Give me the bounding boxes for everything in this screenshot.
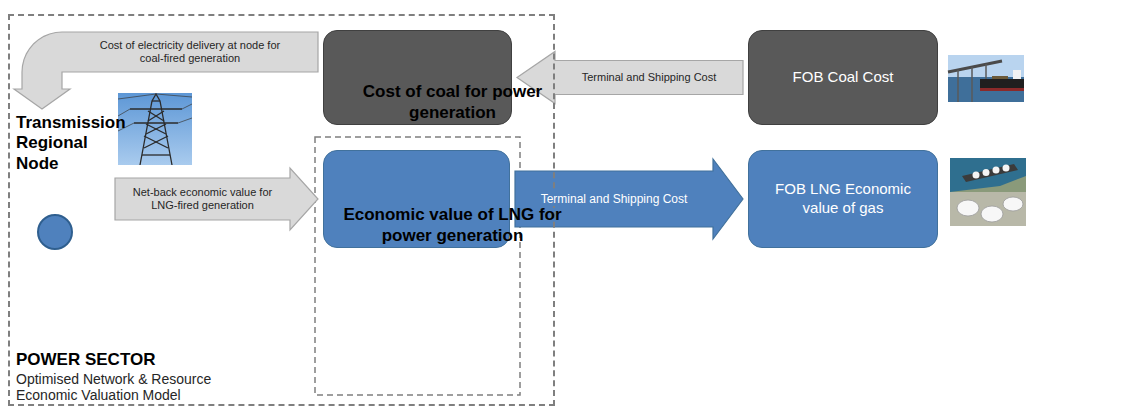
coal-ship-photo-part	[948, 61, 1002, 72]
transmission-tower-photo-part	[152, 100, 160, 101]
block-arrow	[115, 168, 318, 230]
lng-terminal-photo-part	[957, 200, 979, 216]
lng-terminal-photo	[950, 158, 1026, 226]
transmission-tower-photo-part	[146, 124, 166, 134]
transmission-tower-photo-part	[118, 109, 130, 116]
transmission-tower-photo-part	[118, 94, 156, 99]
transmission-tower-photo-part	[142, 154, 170, 155]
text-holder: Cost of coal for power generation	[330, 82, 575, 123]
node-text: Economic value of LNG for power generati…	[330, 205, 575, 246]
process-box: Economic value of LNG for power generati…	[323, 150, 510, 248]
arrow-label: Terminal and Shipping Cost	[539, 192, 690, 206]
transmission-tower-photo-part	[148, 111, 164, 121]
lng-terminal-photo-part	[973, 172, 980, 179]
transmission-tower-photo-part	[146, 124, 166, 134]
lng-terminal-photo-part	[962, 164, 1018, 182]
text-holder: Transmission Regional Node	[16, 113, 110, 174]
text-holder: POWER SECTOROptimised Network & Resource…	[16, 350, 261, 403]
transmission-tower-photo-part	[156, 94, 192, 97]
node-circle: Transmission Regional Node	[10, 114, 110, 253]
inner-dashed-frame	[315, 137, 520, 395]
transmission-tower-photo-part	[144, 136, 168, 148]
process-box: FOB LNG Economic value of gas	[748, 150, 938, 248]
coal-ship-photo-part	[992, 76, 1008, 79]
node-text: POWER SECTOR	[16, 350, 261, 370]
coal-ship-photo-part	[985, 64, 987, 80]
node-text: FOB Coal Cost	[759, 68, 927, 87]
transmission-tower-photo-part	[118, 93, 192, 165]
node-text: FOB LNG Economic value of gas	[759, 180, 927, 218]
node-text: Cost of coal for power generation	[330, 82, 575, 123]
arrow-label: Net-back economic value for LNG-fired ge…	[121, 186, 284, 212]
coal-ship-photo-part	[957, 70, 959, 102]
arrow-label: Terminal and Shipping Cost	[580, 71, 719, 84]
transmission-tower-photo-part	[178, 118, 192, 123]
node-text: Optimised Network & Resource Economic Va…	[16, 371, 261, 403]
lng-terminal-photo-part	[983, 169, 990, 176]
lng-terminal-photo-part	[1003, 197, 1023, 211]
transmission-tower-photo-part	[134, 122, 178, 123]
transmission-tower-photo-part	[118, 123, 134, 131]
process-box: Cost of coal for power generation	[323, 30, 512, 125]
coal-ship-photo-part	[971, 67, 973, 102]
block-arrow	[515, 159, 743, 239]
transmission-tower-photo	[118, 93, 192, 165]
transmission-tower-photo-part	[118, 94, 192, 131]
transmission-tower-photo-part	[182, 104, 192, 109]
coal-ship-photo-part	[948, 77, 1024, 102]
arrow-label: Cost of electricity delivery at node for…	[85, 39, 295, 65]
node-circle-fill	[38, 215, 72, 249]
text-holder: FOB Coal Cost	[759, 68, 927, 87]
transmission-tower-photo-part	[140, 94, 172, 165]
transmission-tower-photo-part	[130, 108, 182, 109]
node-text: Transmission Regional Node	[16, 113, 110, 174]
lng-terminal-photo-part	[993, 167, 1000, 174]
transmission-tower-photo-part	[148, 111, 164, 121]
lng-terminal-photo-part	[950, 158, 1026, 226]
transmission-tower-photo-part	[144, 136, 168, 148]
lng-terminal-photo-part	[950, 158, 1026, 192]
process-box: FOB Coal Cost	[748, 30, 938, 125]
block-arrow	[517, 52, 743, 104]
lng-terminal-photo-part	[981, 206, 1003, 222]
transmission-tower-photo-part	[130, 94, 182, 165]
coal-ship-photo-part	[980, 88, 1024, 91]
coal-ship-photo-part	[980, 79, 1024, 88]
coal-ship-photo	[948, 55, 1024, 102]
text-holder: FOB LNG Economic value of gas	[759, 180, 927, 218]
lng-terminal-photo-part	[1003, 165, 1010, 172]
block-arrow	[14, 32, 318, 109]
lng-terminal-photo-part	[950, 192, 1026, 226]
coal-ship-photo-part	[1013, 70, 1021, 79]
text-holder: Economic value of LNG for power generati…	[330, 205, 575, 246]
